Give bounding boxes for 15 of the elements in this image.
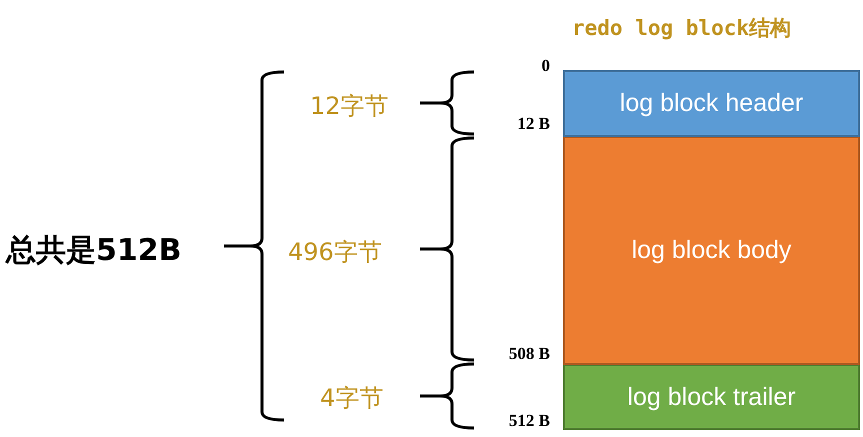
header-block — [563, 70, 860, 137]
offset-label: 508 B — [508, 344, 550, 364]
offset-label: 512 B — [508, 411, 550, 431]
trailer-block — [563, 364, 860, 430]
block-label: log block header — [620, 89, 804, 118]
offset-label: 0 — [540, 56, 550, 76]
size-label: 4字节 — [320, 383, 384, 414]
block-label: log block body — [632, 236, 792, 265]
body-block — [563, 136, 860, 365]
offset-label: 12 B — [516, 114, 550, 134]
size-label: 12字节 — [310, 91, 389, 122]
block-label: log block trailer — [627, 382, 796, 412]
size-label: 496字节 — [288, 237, 382, 268]
diagram-title: redo log block结构 — [572, 15, 792, 42]
total-size-label: 总共是512B — [6, 232, 182, 270]
